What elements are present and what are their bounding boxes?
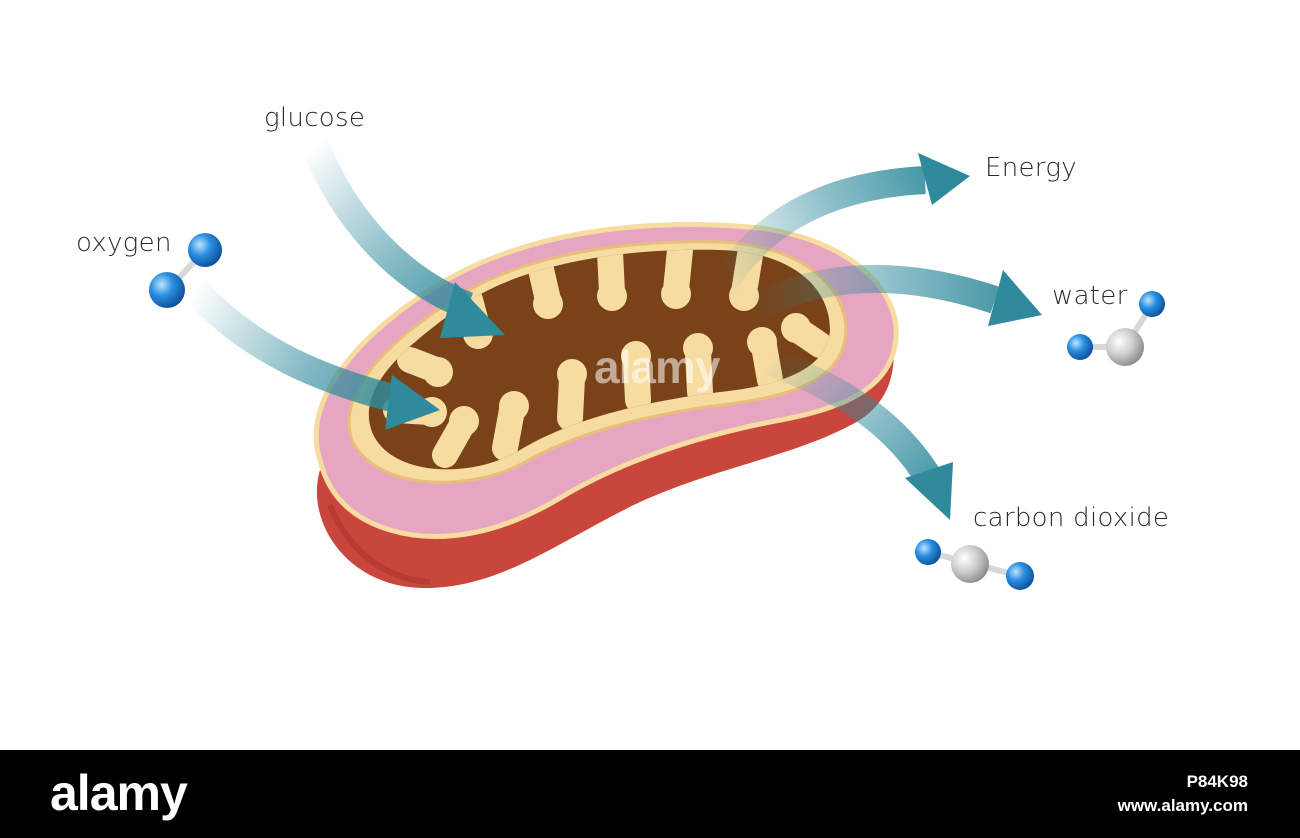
oxygen-molecule <box>149 233 222 308</box>
label-energy: Energy <box>985 153 1077 183</box>
carbon-dioxide-molecule <box>915 539 1034 590</box>
footer-bar: alamy P84K98 www.alamy.com <box>0 750 1300 838</box>
image-id: P84K98 <box>1186 772 1248 791</box>
brand-logo: alamy <box>50 765 188 821</box>
arrow-water <box>731 264 1042 332</box>
mitochondrion-illustration <box>149 139 1165 590</box>
arrow-carbon-dioxide <box>760 346 953 520</box>
arrow-oxygen <box>184 280 440 430</box>
label-oxygen: oxygen <box>76 228 172 258</box>
label-water: water <box>1052 281 1128 311</box>
arrow-energy <box>707 153 970 298</box>
label-carbon-dioxide: carbon dioxide <box>973 503 1170 533</box>
diagram: alamy glucose oxygen Energy water carbon… <box>76 103 1170 590</box>
water-molecule <box>1067 291 1165 366</box>
site-url: www.alamy.com <box>1117 796 1248 815</box>
arrow-glucose <box>302 139 505 338</box>
label-glucose: glucose <box>264 103 366 133</box>
watermark: alamy <box>594 341 720 393</box>
